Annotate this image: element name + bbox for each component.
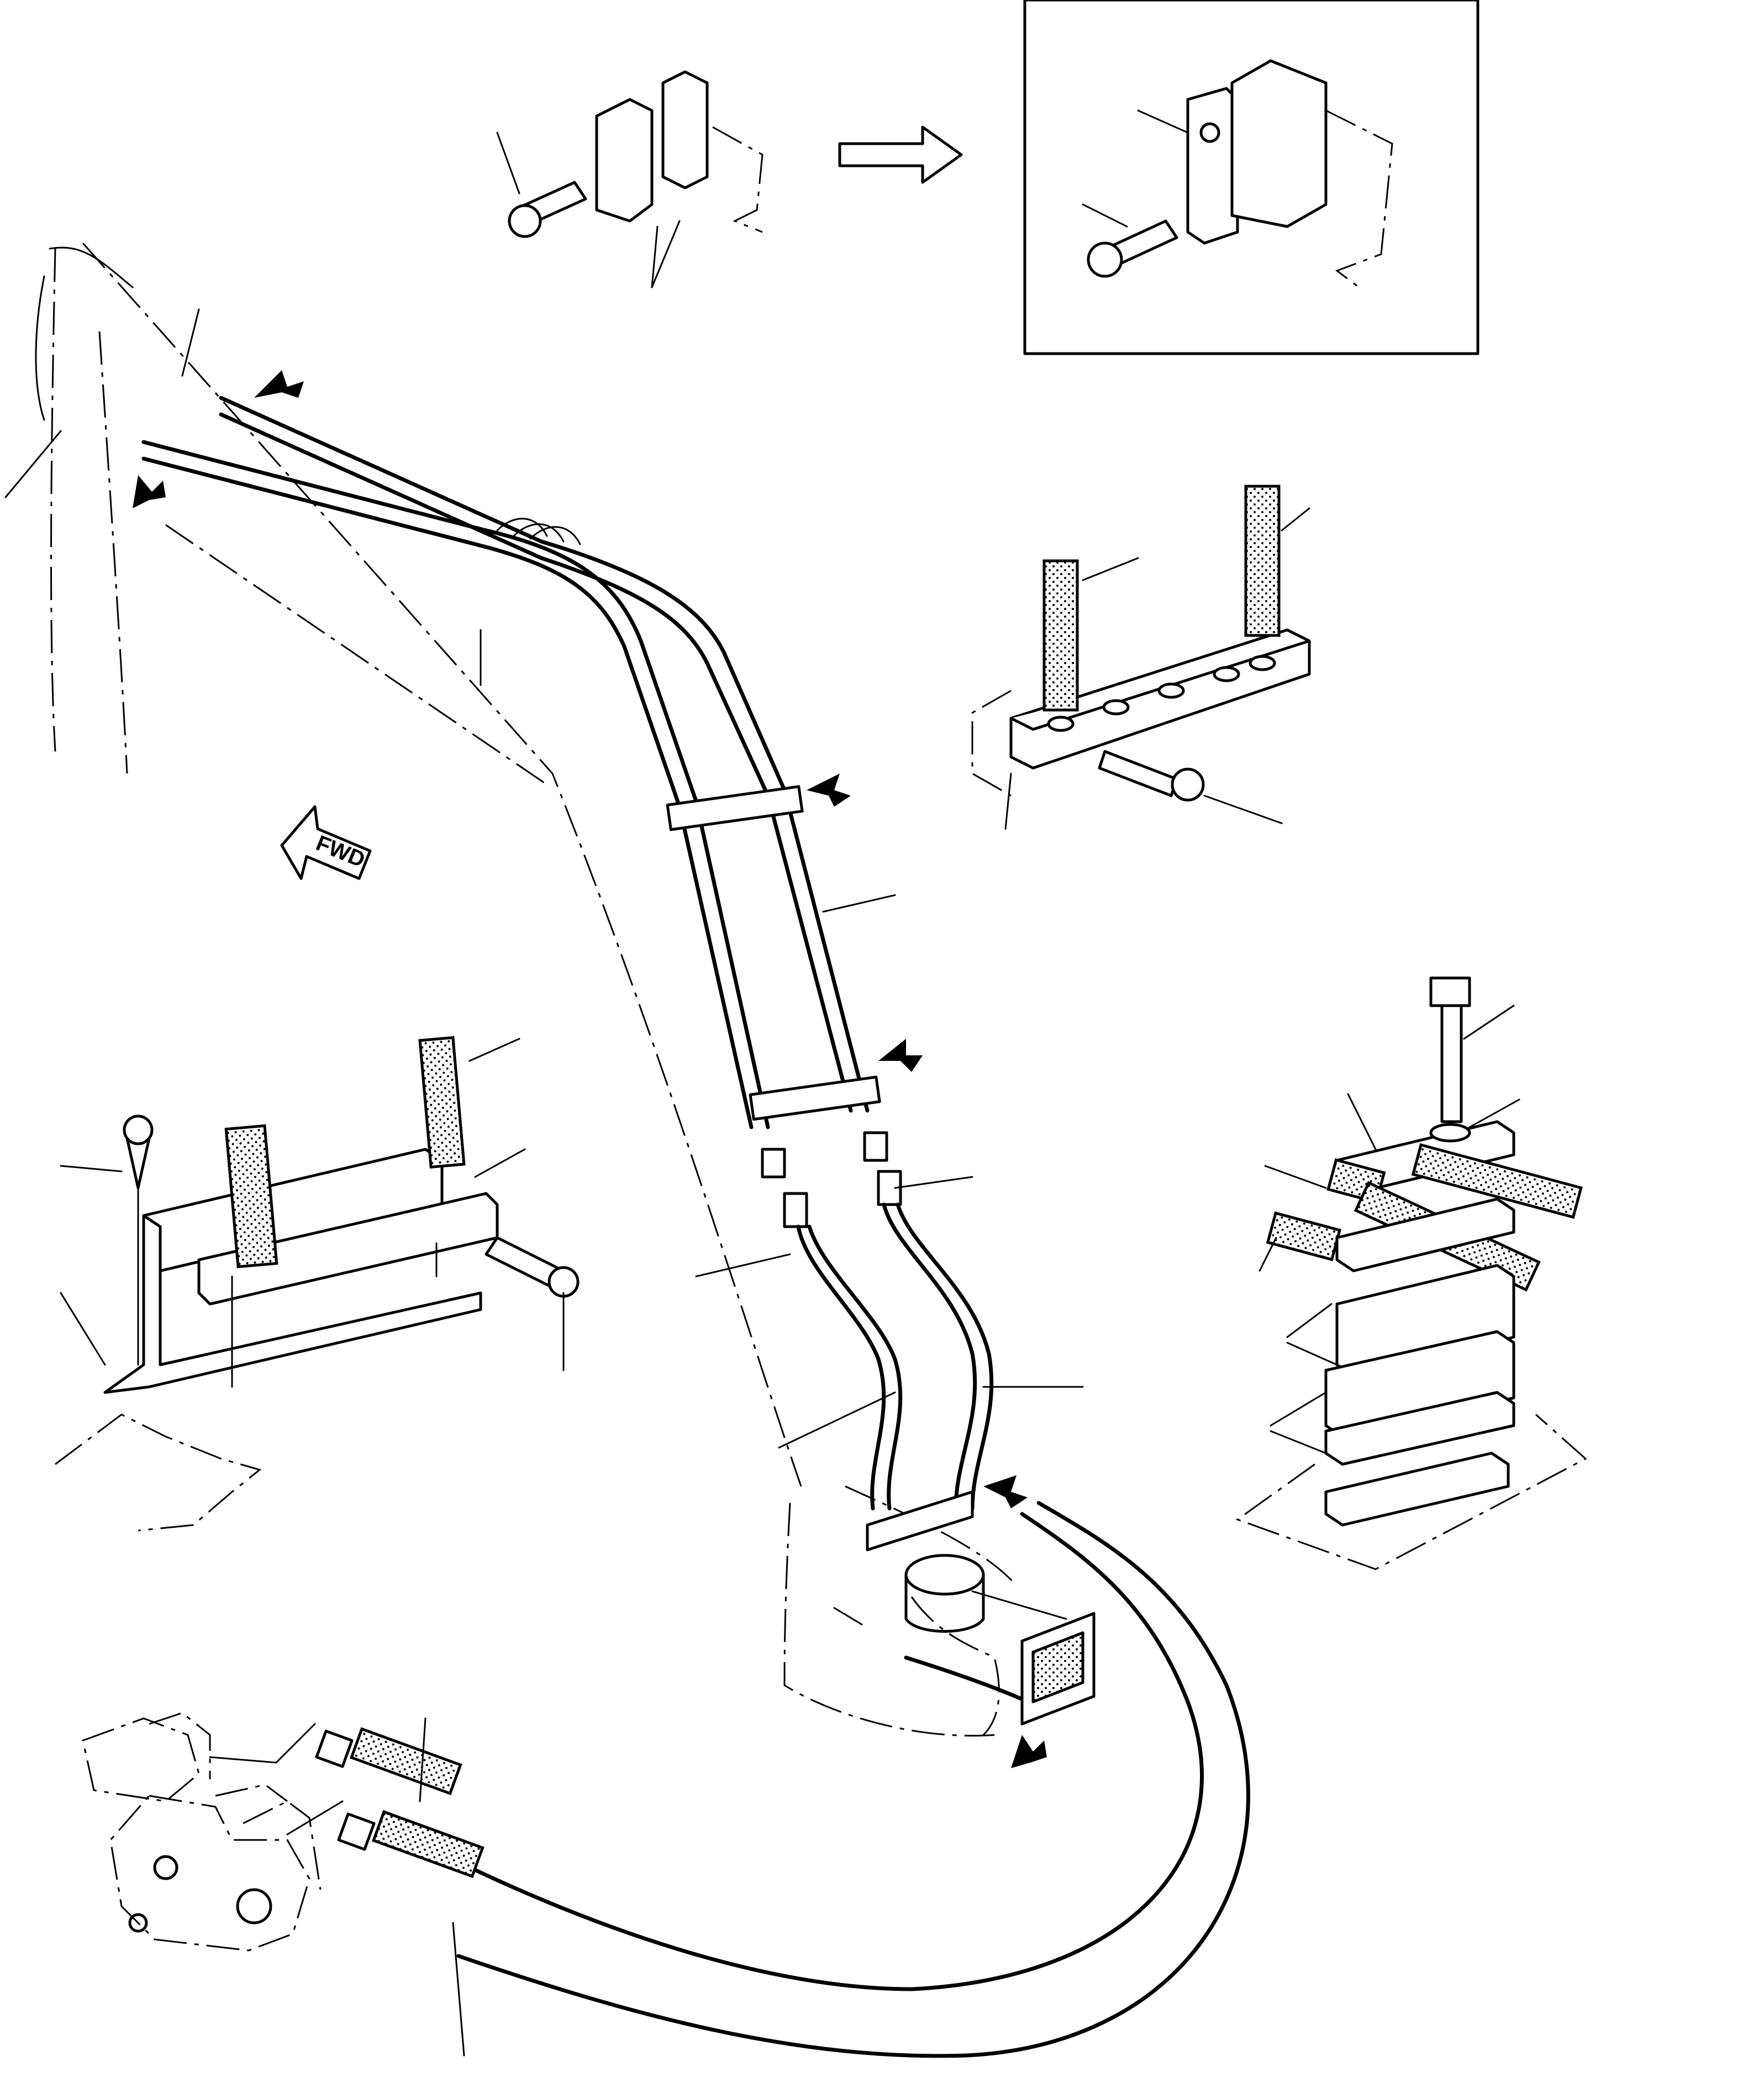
boom-outline <box>35 243 1018 1737</box>
clamp-detail-top <box>496 70 763 288</box>
boom-clamp-band-upper <box>666 785 804 831</box>
pointer-arrow-icon <box>1011 1735 1047 1768</box>
leader-lines <box>4 308 1084 1626</box>
pointer-arrow-icon <box>254 370 304 398</box>
clamp-detail-left <box>55 1036 580 1532</box>
control-valve <box>82 1712 485 2057</box>
bulkhead-plate <box>1020 1612 1096 1726</box>
supply-hose-loop <box>456 1501 1250 2058</box>
clamp-stack-detail-right <box>1235 976 1587 1570</box>
manifold-detail-right <box>971 485 1311 830</box>
boom-clamp-band-lower <box>749 1075 881 1121</box>
lower-hose-assembly <box>761 1131 994 1552</box>
direction-arrow-icon: FWD <box>280 805 372 880</box>
pointer-arrow-icon <box>807 774 851 807</box>
pointer-arrow-icon <box>983 1475 1028 1508</box>
inset-box <box>1023 0 1479 355</box>
transition-arrow-icon <box>838 125 963 184</box>
boom-pipes <box>141 396 870 1129</box>
pointer-arrow-icon <box>878 1039 923 1072</box>
pointer-arrow-icon <box>133 475 166 508</box>
